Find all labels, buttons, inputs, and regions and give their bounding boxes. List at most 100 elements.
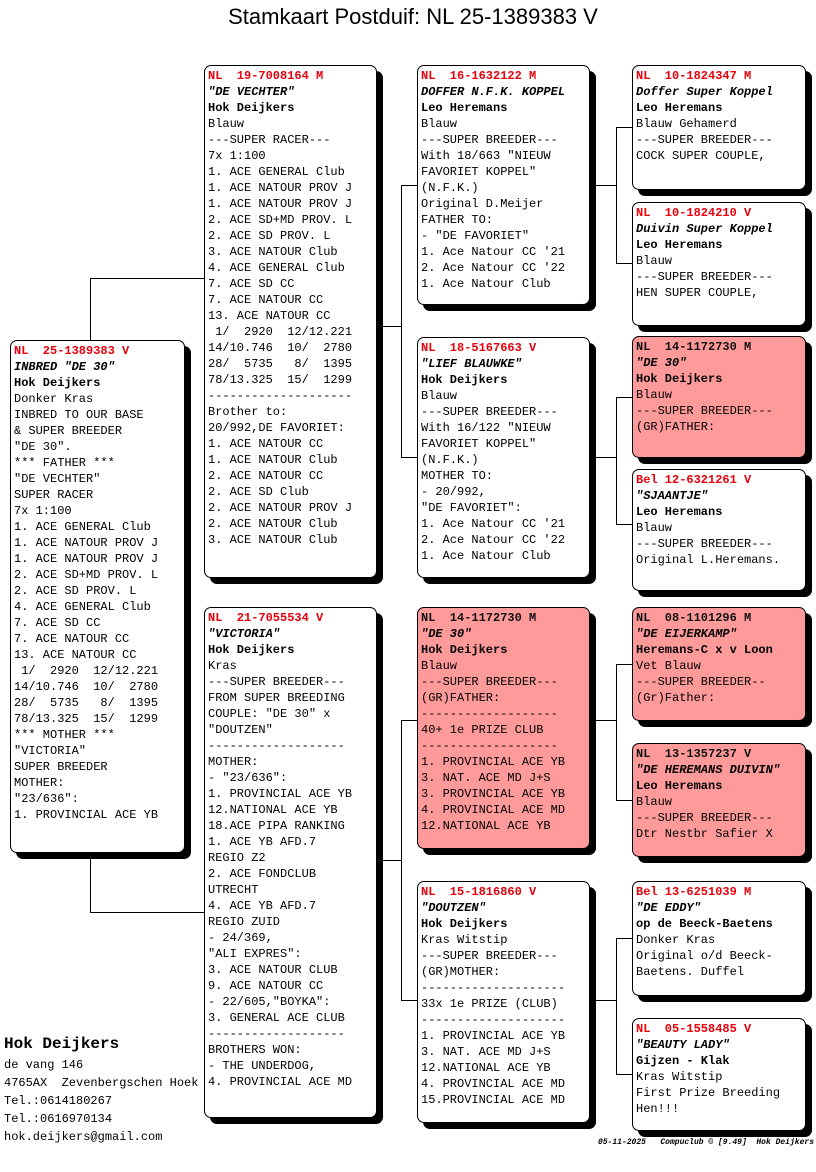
info-line: Kras Witstip — [636, 1070, 723, 1084]
info-line: - 24/369, — [208, 931, 273, 945]
ring-number: NL 05-1558485 V — [636, 1022, 752, 1036]
pigeon-name: "DE 30" — [421, 627, 472, 641]
info-line: 3. ACE NATOUR Club — [208, 533, 338, 547]
info-line: ------------------- — [421, 707, 558, 721]
pigeon-owner: Hok Deijkers — [636, 372, 723, 386]
info-line: Blauw Gehamerd — [636, 117, 737, 131]
pigeon-name: "BEAUTY LADY" — [636, 1038, 730, 1052]
info-line: 7x 1:100 — [208, 149, 266, 163]
pigeon-name: "SJAANTJE" — [636, 489, 709, 503]
pigeon-card-mfm[interactable]: NL 13-1357237 V"DE HEREMANS DUIVIN"Leo H… — [632, 743, 806, 857]
info-line: ------------------- — [208, 739, 345, 753]
info-line: 15.PROVINCIAL ACE MD — [421, 1093, 566, 1107]
info-line: 4. PROVINCIAL ACE MD — [421, 1077, 566, 1091]
info-line: MOTHER TO: — [421, 469, 494, 483]
info-line: ---SUPER BREEDER--- — [421, 949, 558, 963]
info-line: BROTHERS WON: — [208, 1043, 302, 1057]
info-line: 3. GENERAL ACE CLUB — [208, 1011, 345, 1025]
info-line: 1. ACE NATOUR PROV J — [14, 552, 159, 566]
info-line: 4. ACE YB AFD.7 — [208, 899, 317, 913]
info-line: "23/636": — [14, 792, 79, 806]
info-line: *** MOTHER *** — [14, 728, 115, 742]
info-line: 1. PROVINCIAL ACE YB — [14, 808, 159, 822]
ring-number: NL 14-1172730 M — [421, 611, 537, 625]
info-line: Original L.Heremans. — [636, 553, 781, 567]
info-line: (GR)FATHER: — [636, 420, 716, 434]
info-line: 1. ACE GENERAL Club — [208, 165, 345, 179]
info-line: 4. PROVINCIAL ACE MD — [208, 1075, 353, 1089]
info-line: 7. ACE SD CC — [208, 277, 295, 291]
pigeon-owner: Gijzen - Klak — [636, 1054, 730, 1068]
info-line: 2. ACE SD PROV. L — [208, 229, 331, 243]
pigeon-name: "LIEF BLAUWKE" — [421, 357, 522, 371]
breeder-email: hok.deijkers@gmail.com — [4, 1130, 163, 1144]
ring-number: NL 10-1824210 V — [636, 206, 752, 220]
info-line: 20/992,DE FAVORIET: — [208, 421, 345, 435]
info-line: 9. ACE NATOUR CC — [208, 979, 324, 993]
pigeon-card-mmf[interactable]: Bel 13-6251039 M"DE EDDY"op de Beeck-Bae… — [632, 881, 806, 996]
info-line: Donker Kras — [636, 933, 716, 947]
info-line: With 18/663 "NIEUW — [421, 149, 551, 163]
info-line: 40+ 1e PRIZE CLUB — [421, 723, 544, 737]
ring-number: NL 21-7055534 V — [208, 611, 324, 625]
pigeon-name: "VICTORIA" — [208, 627, 281, 641]
info-line: ---SUPER BREEDER--- — [636, 133, 773, 147]
info-line: "DE FAVORIET": — [421, 501, 522, 515]
info-line: ------------------- — [208, 1027, 345, 1041]
info-line: 2. Ace Natour CC '22 — [421, 533, 566, 547]
info-line: 2. ACE SD Club — [208, 485, 309, 499]
pigeon-name: INBRED "DE 30" — [14, 360, 115, 374]
pigeon-owner: Hok Deijkers — [208, 643, 295, 657]
info-line: Blauw — [208, 117, 245, 131]
info-line: 3. NAT. ACE MD J+S — [421, 1045, 551, 1059]
info-line: 2. ACE NATOUR Club — [208, 517, 338, 531]
ring-number: NL 15-1816860 V — [421, 885, 537, 899]
pigeon-owner: Hok Deijkers — [14, 376, 101, 390]
pigeon-owner: Leo Heremans — [636, 505, 723, 519]
info-line: Blauw — [421, 659, 458, 673]
info-line: 78/13.325 15/ 1299 — [208, 373, 353, 387]
info-line: Baetens. Duffel — [636, 965, 745, 979]
info-line: ---SUPER BREEDER--- — [208, 675, 345, 689]
pigeon-card-father-mother[interactable]: NL 18-5167663 V"LIEF BLAUWKE"Hok Deijker… — [417, 337, 590, 578]
info-line: UTRECHT — [208, 883, 259, 897]
info-line: "VICTORIA" — [14, 744, 87, 758]
info-line: 14/10.746 10/ 2780 — [208, 341, 353, 355]
info-line: 7. ACE SD CC — [14, 616, 101, 630]
breeder-phone-1: Tel.:0614180267 — [4, 1094, 113, 1108]
info-line: 3. ACE NATOUR CLUB — [208, 963, 338, 977]
pigeon-card-mmm[interactable]: NL 05-1558485 V "BEAUTY LADY" Gijzen - Kla… — [632, 1018, 806, 1131]
info-line: COUPLE: "DE 30" x — [208, 707, 331, 721]
info-line: Blauw — [636, 795, 673, 809]
pigeon-name: "DE EDDY" — [636, 901, 701, 915]
info-line: Blauw — [636, 521, 673, 535]
info-line: (GR)FATHER: — [421, 691, 501, 705]
pigeon-owner: Hok Deijkers — [421, 373, 508, 387]
info-line: ---SUPER RACER--- — [208, 133, 331, 147]
pigeon-owner: Leo Heremans — [636, 779, 723, 793]
info-line: 3. NAT. ACE MD J+S — [421, 771, 551, 785]
ring-number: NL 10-1824347 M — [636, 69, 752, 83]
breeder-name: Hok Deijkers — [4, 1035, 120, 1053]
pigeon-name: "DE EIJERKAMP" — [636, 627, 737, 641]
info-line: 4. ACE GENERAL Club — [14, 600, 151, 614]
info-line: Blauw — [421, 117, 458, 131]
pigeon-card-mff[interactable]: NL 08-1101296 M"DE EIJERKAMP"Heremans-C … — [632, 607, 806, 721]
info-line: 1. ACE NATOUR PROV J — [14, 536, 159, 550]
info-line: 13. ACE NATOUR CC — [208, 309, 331, 323]
info-line: 33x 1e PRIZE (CLUB) — [421, 997, 558, 1011]
info-line: - THE UNDERDOG, — [208, 1059, 317, 1073]
info-line: Original D.Meijer — [421, 197, 544, 211]
ring-number: NL 14-1172730 M — [636, 340, 752, 354]
info-line: 2. ACE NATOUR PROV J — [208, 501, 353, 515]
